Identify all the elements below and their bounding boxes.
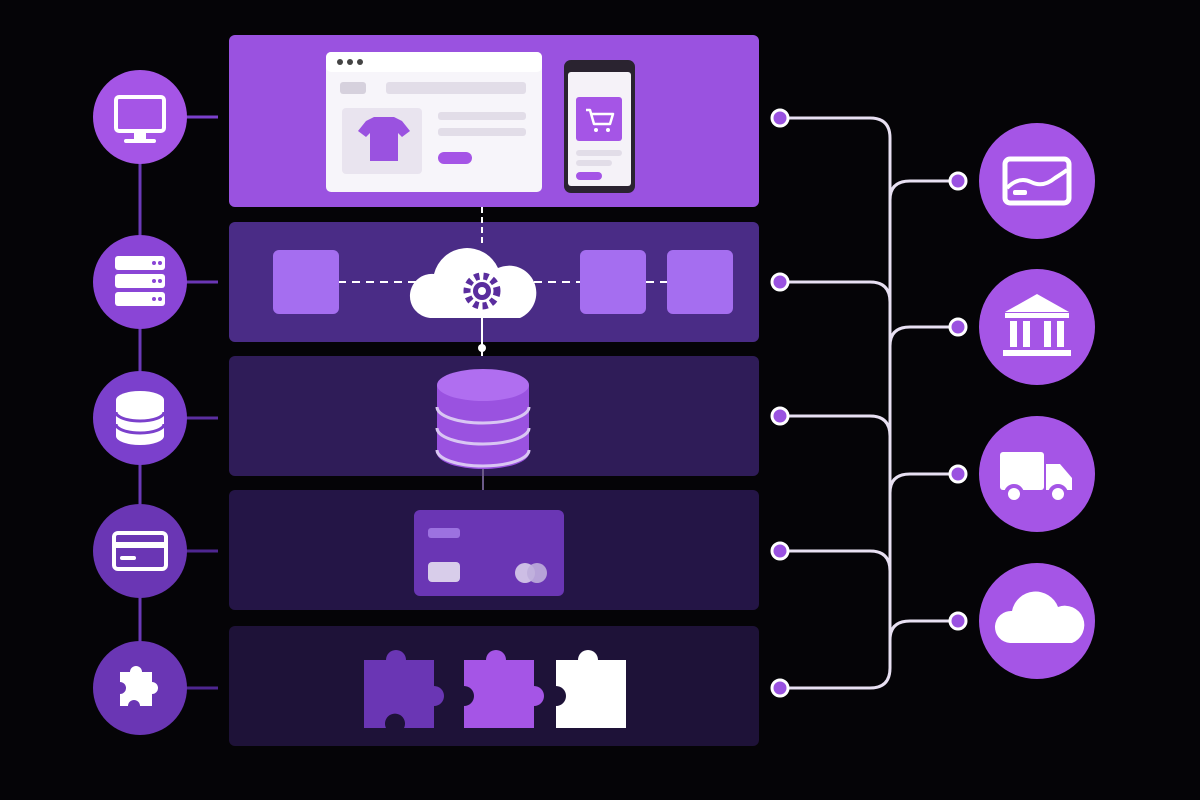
monitor-icon (93, 70, 187, 164)
server-icon (93, 235, 187, 329)
service-block (580, 250, 646, 314)
payment-gateway-icon (979, 123, 1095, 239)
payment-card (414, 510, 564, 596)
cloud-icon (979, 563, 1095, 679)
plugin-layer (229, 626, 759, 746)
link-node (478, 344, 486, 352)
service-block (273, 250, 339, 314)
puzzle-piece (364, 650, 444, 728)
api-layer (229, 222, 759, 342)
frontend-layer (229, 35, 759, 207)
service-block (667, 250, 733, 314)
delivery-truck-icon (979, 416, 1095, 532)
tshirt-icon (358, 117, 410, 161)
right-connector-nodes (770, 108, 968, 698)
database-stack-icon (435, 369, 531, 469)
credit-card-icon (93, 504, 187, 598)
center-layers (229, 35, 759, 746)
data-layer (229, 356, 759, 490)
right-connector-tree (780, 116, 958, 690)
payment-layer (229, 490, 759, 610)
puzzle-piece (464, 650, 544, 728)
cloud-gear-icon (409, 248, 537, 318)
puzzle-icon (93, 641, 187, 735)
mobile-phone (564, 60, 635, 193)
database-icon (93, 371, 187, 465)
browser-window (326, 52, 542, 192)
bank-icon (979, 269, 1095, 385)
cart-icon (586, 108, 615, 132)
left-icon-column (93, 70, 218, 735)
puzzle-piece (556, 650, 626, 728)
right-icon-column (979, 123, 1095, 679)
